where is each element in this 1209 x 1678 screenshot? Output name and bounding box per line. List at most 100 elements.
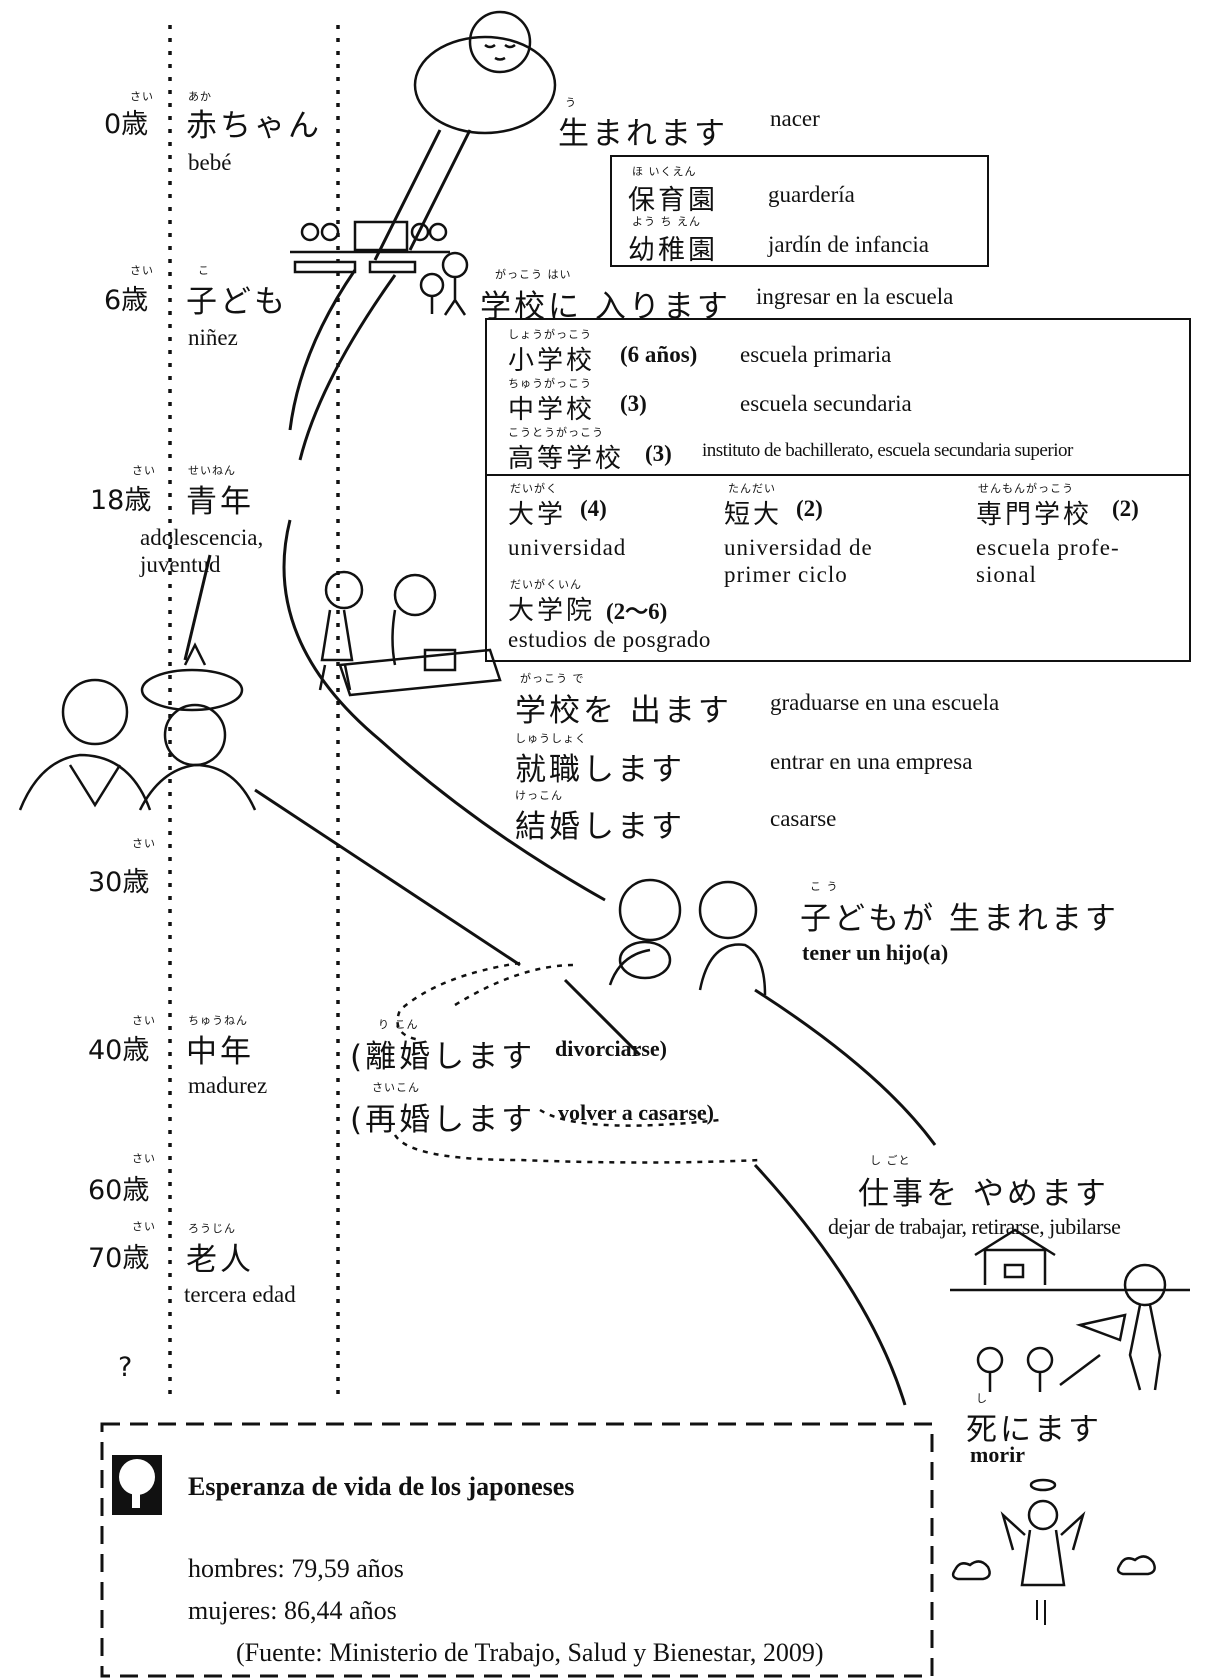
born-furigana: う: [565, 96, 577, 109]
age-70-label: 70歳: [88, 1243, 150, 1274]
school-box-divider: [485, 474, 1189, 476]
age-0-furigana: さい: [130, 90, 154, 103]
elder-term: 老人: [186, 1242, 254, 1278]
baby-es: bebé: [188, 150, 232, 175]
school-3-es: instituto de bachillerato, escuela secun…: [702, 440, 1073, 461]
age-30-furigana: さい: [132, 837, 156, 850]
age-70-furigana: さい: [132, 1220, 156, 1233]
elder-es: tercera edad: [184, 1282, 296, 1307]
kids-drawing: [419, 251, 469, 316]
school-2-furigana: ちゅうがっこう: [508, 377, 592, 390]
school-1-es: escuela primaria: [740, 342, 892, 367]
born-jp: 生まれます: [558, 116, 728, 152]
preschool-1-es: guardería: [768, 182, 855, 207]
youth-term: 青年: [186, 484, 254, 520]
school-3-furigana: こうとうがっこう: [508, 426, 604, 439]
higher-4-years: (2〜6): [606, 599, 668, 624]
angel-drawing: [951, 1478, 1156, 1587]
child-term: 子ども: [186, 284, 288, 320]
preschool-box: [610, 155, 989, 267]
employ-furigana: しゅうしょく: [515, 732, 587, 745]
higher-3-jp: 専門学校: [976, 500, 1093, 530]
baby-furigana: あか: [188, 90, 212, 103]
age-40-furigana: さい: [132, 1014, 156, 1027]
employ-es: entrar en una empresa: [770, 749, 973, 774]
school-3-years: (3): [645, 441, 672, 466]
graduate-es: graduarse en una escuela: [770, 690, 1000, 715]
higher-3-es-2: sional: [976, 562, 1037, 587]
higher-3-years: (2): [1112, 496, 1139, 521]
age-40-label: 40歳: [88, 1035, 150, 1066]
age-0-label: 0歳: [104, 109, 149, 140]
age-6-furigana: さい: [130, 264, 154, 277]
age-18-furigana: さい: [132, 464, 156, 477]
school-2-jp: 中学校: [508, 395, 596, 425]
higher-3-es: escuela profe-: [976, 535, 1120, 560]
retire-furigana: し ごと: [870, 1154, 911, 1167]
preschool-2-es: jardín de infancia: [768, 232, 929, 257]
preschool-1-jp: 保育園: [628, 185, 718, 216]
school-1-jp: 小学校: [508, 346, 596, 376]
age-unknown-label: ?: [118, 1352, 133, 1383]
youth-es-2: juventud: [140, 552, 221, 577]
age-60-label: 60歳: [88, 1175, 150, 1206]
school-box: [485, 318, 1191, 662]
enter-school-es: ingresar en la escuela: [756, 284, 954, 309]
divorce-furigana: り こん: [378, 1018, 419, 1031]
office-worker-drawing: [318, 570, 502, 697]
life-expectancy-men: hombres: 79,59 años: [188, 1554, 404, 1583]
enter-school-furigana: がっこう はい: [495, 268, 572, 281]
higher-3-furigana: せんもんがっこう: [978, 482, 1074, 495]
divorce-jp: (離婚します: [350, 1039, 536, 1075]
die-furigana: し: [976, 1392, 988, 1405]
preschool-2-jp: 幼稚園: [628, 235, 718, 266]
higher-4-furigana: だいがくいん: [510, 578, 582, 591]
age-30-label: 30歳: [88, 867, 150, 898]
school-building-drawing: [290, 220, 450, 274]
life-expectancy-women: mujeres: 86,44 años: [188, 1596, 397, 1625]
have-child-jp: 子どもが 生まれます: [800, 901, 1119, 937]
have-child-furigana: こ う: [810, 880, 839, 893]
school-3-jp: 高等学校: [508, 444, 625, 474]
youth-es: adolescencia,: [140, 525, 264, 550]
middle-furigana: ちゅうねん: [188, 1014, 248, 1027]
life-expectancy-source: (Fuente: Ministerio de Trabajo, Salud y …: [236, 1638, 824, 1667]
remarry-es: volver a casarse): [558, 1100, 714, 1125]
parents-with-child-drawing: [608, 878, 767, 996]
age-18-label: 18歳: [90, 485, 152, 516]
have-child-es: tener un hijo(a): [802, 940, 949, 965]
age-60-furigana: さい: [132, 1152, 156, 1165]
die-es: morir: [970, 1442, 1025, 1467]
life-expectancy-box-border: [100, 1422, 934, 1678]
marry-es: casarse: [770, 806, 837, 831]
higher-2-years: (2): [796, 496, 823, 521]
born-es: nacer: [770, 106, 820, 131]
tree-icon: [112, 1455, 162, 1515]
higher-2-es: universidad de: [724, 535, 873, 560]
middle-es: madurez: [188, 1073, 268, 1098]
age-6-label: 6歳: [104, 285, 149, 316]
graduate-furigana: がっこう で: [520, 672, 585, 685]
retire-es: dejar de trabajar, retirarse, jubilarse: [828, 1214, 1121, 1239]
graduate-jp: 学校を 出ます: [515, 693, 732, 729]
marry-furigana: けっこん: [515, 789, 563, 802]
die-jp: 死にます: [966, 1412, 1102, 1448]
higher-4-es: estudios de posgrado: [508, 627, 711, 652]
middle-term: 中年: [186, 1034, 254, 1070]
higher-4-jp: 大学院: [508, 596, 596, 626]
elder-furigana: ろうじん: [188, 1222, 236, 1235]
higher-2-furigana: たんだい: [728, 482, 776, 495]
school-1-furigana: しょうがっこう: [508, 328, 592, 341]
higher-1-furigana: だいがく: [510, 482, 558, 495]
higher-1-es: universidad: [508, 535, 627, 560]
retirement-garden-drawing: [950, 1228, 1190, 1392]
youth-furigana: せいねん: [188, 464, 236, 477]
retire-jp: 仕事を やめます: [858, 1176, 1109, 1212]
child-es: niñez: [188, 325, 238, 350]
life-expectancy-title: Esperanza de vida de los japoneses: [188, 1472, 575, 1501]
preschool-1-furigana: ほ いくえん: [632, 165, 697, 178]
school-1-years: (6 años): [620, 342, 698, 367]
higher-2-es-2: primer ciclo: [724, 562, 848, 587]
school-2-years: (3): [620, 391, 647, 416]
